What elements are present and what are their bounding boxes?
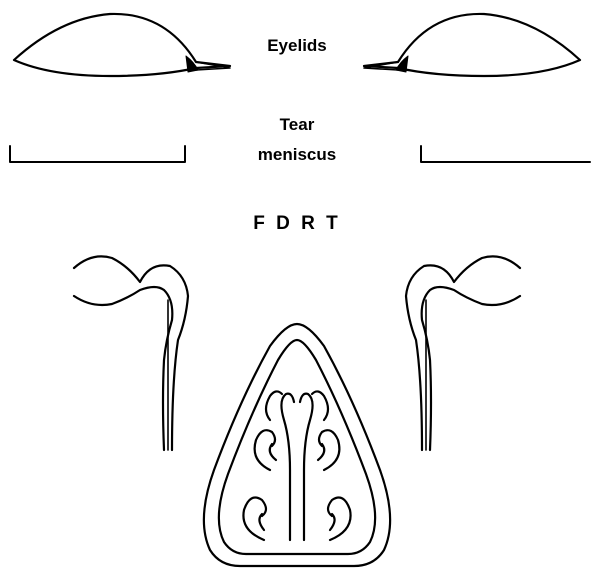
left-lacrimal-canaliculus: [74, 256, 188, 450]
left-tear-meniscus-bracket: [10, 146, 185, 162]
nasal-cavity: [204, 324, 390, 566]
right-lacrimal-canaliculus: [406, 256, 520, 450]
meniscus-label: meniscus: [247, 145, 347, 165]
left-eyelid: [14, 14, 230, 76]
tear-label: Tear: [247, 115, 347, 135]
right-tear-meniscus-bracket: [421, 146, 590, 162]
fdrt-label: F D R T: [222, 213, 372, 235]
eyelids-label: Eyelids: [247, 36, 347, 56]
right-eyelid: [364, 14, 580, 76]
